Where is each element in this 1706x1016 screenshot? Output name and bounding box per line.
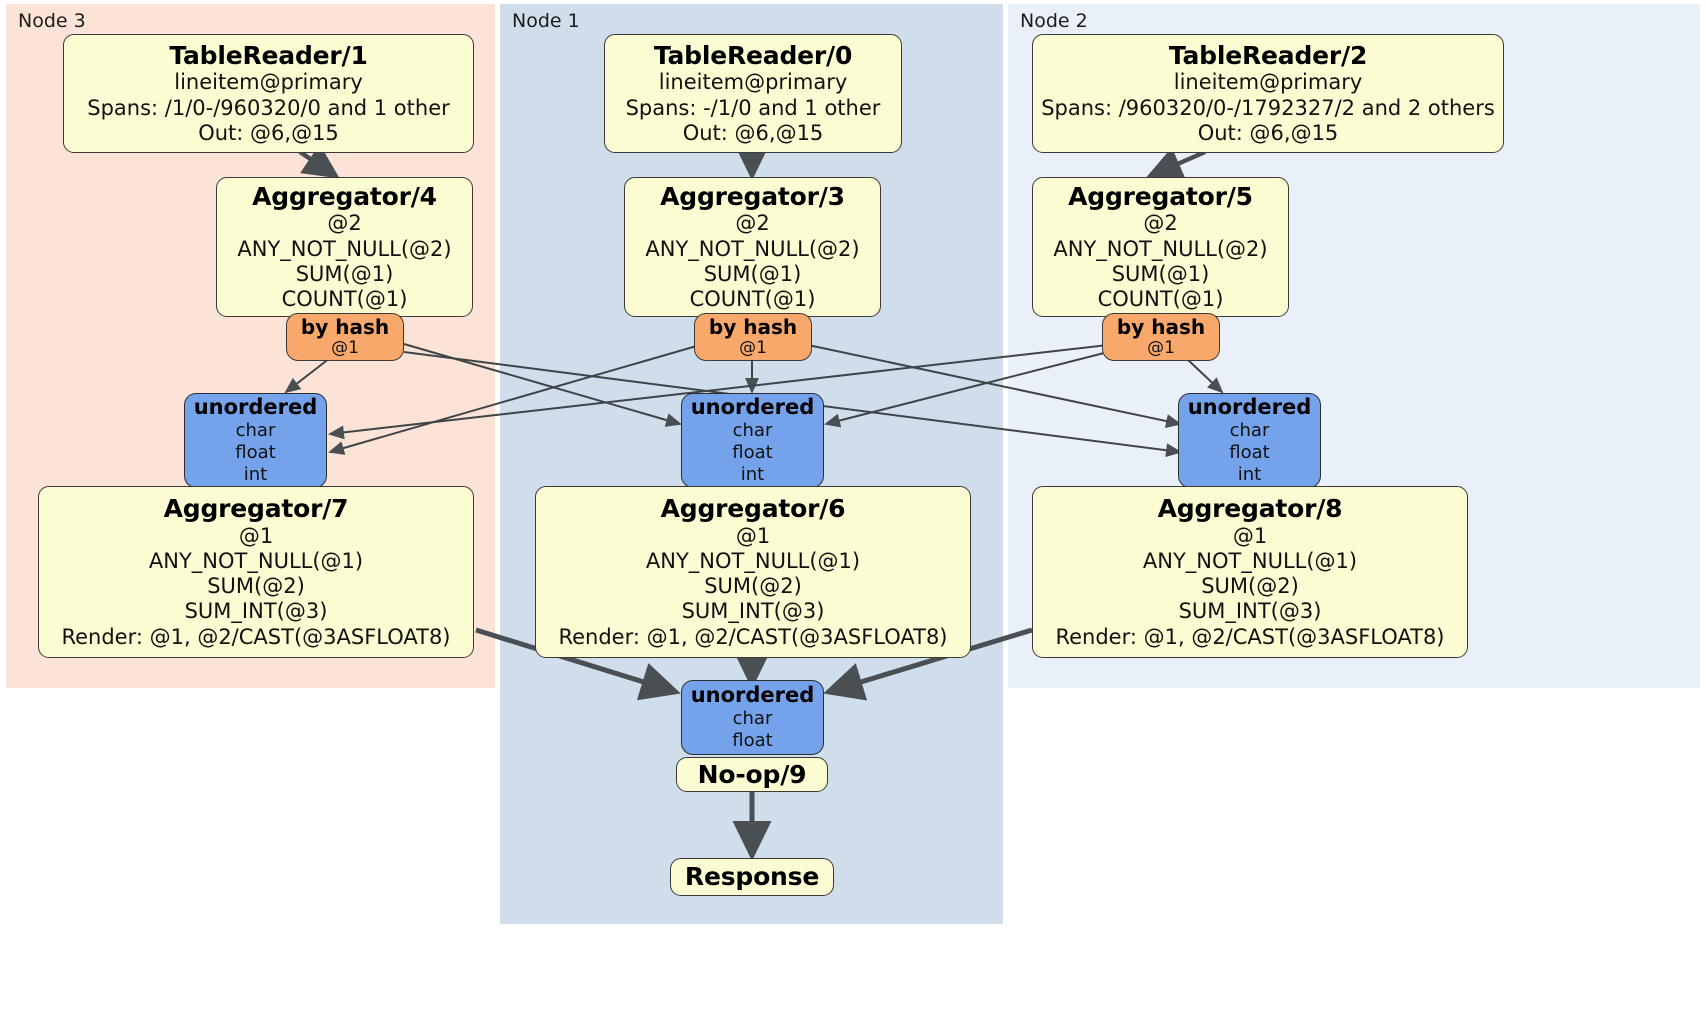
table-reader-1-box[interactable]: TableReader/1 lineitem@primary Spans: /1… [63,34,474,153]
unordered-receiver-6-title: unordered [690,394,815,419]
aggregator-3-agg-1: SUM(@1) [703,261,802,286]
hash-router-3-columns: @1 [739,337,767,358]
table-reader-0-out: Out: @6,@15 [682,120,824,145]
aggregator-6-agg-2: SUM_INT(@3) [681,599,825,624]
aggregator-4-title: Aggregator/4 [252,181,437,211]
table-reader-1-spans: Spans: /1/0-/960320/0 and 1 other [87,95,450,120]
unordered-receiver-final-type-0: char [732,708,773,730]
table-reader-0-title: TableReader/0 [653,40,853,70]
aggregator-7-agg-2: SUM_INT(@3) [184,599,328,624]
unordered-receiver-8[interactable]: unordered char float int [1178,393,1321,488]
aggregator-7-render: Render: @1, @2/CAST(@3ASFLOAT8) [61,624,451,649]
aggregator-6-render: Render: @1, @2/CAST(@3ASFLOAT8) [558,624,948,649]
unordered-receiver-7-title: unordered [193,394,318,419]
aggregator-7-agg-0: ANY_NOT_NULL(@1) [148,548,364,573]
aggregator-4-box[interactable]: Aggregator/4 @2 ANY_NOT_NULL(@2) SUM(@1)… [216,177,473,317]
aggregator-3-agg-2: COUNT(@1) [689,286,816,311]
table-reader-2-table: lineitem@primary [1173,70,1363,95]
hash-router-4-title: by hash [300,314,390,339]
table-reader-2-title: TableReader/2 [1168,40,1368,70]
unordered-receiver-8-type-1: float [1229,442,1270,464]
aggregator-4-agg-0: ANY_NOT_NULL(@2) [237,236,452,261]
unordered-receiver-8-title: unordered [1187,394,1312,419]
unordered-receiver-7-type-0: char [235,420,276,442]
aggregator-5-agg-0: ANY_NOT_NULL(@2) [1053,236,1268,261]
aggregator-8-title: Aggregator/8 [1157,494,1343,524]
aggregator-8-agg-2: SUM_INT(@3) [1178,599,1322,624]
unordered-receiver-final-type-1: float [732,730,773,752]
aggregator-3-box[interactable]: Aggregator/3 @2 ANY_NOT_NULL(@2) SUM(@1)… [624,177,881,317]
aggregator-6-title: Aggregator/6 [660,494,846,524]
unordered-receiver-7-type-2: int [243,464,268,486]
aggregator-5-group: @2 [1143,211,1178,236]
aggregator-6-agg-0: ANY_NOT_NULL(@1) [645,548,861,573]
table-reader-0-table: lineitem@primary [658,70,848,95]
table-reader-0-box[interactable]: TableReader/0 lineitem@primary Spans: -/… [604,34,902,153]
region-node-3-label: Node 3 [18,10,86,32]
unordered-receiver-7[interactable]: unordered char float int [184,393,327,488]
table-reader-2-box[interactable]: TableReader/2 lineitem@primary Spans: /9… [1032,34,1504,153]
aggregator-8-agg-0: ANY_NOT_NULL(@1) [1142,548,1358,573]
aggregator-6-agg-1: SUM(@2) [704,574,802,599]
aggregator-7-box[interactable]: Aggregator/7 @1 ANY_NOT_NULL(@1) SUM(@2)… [38,486,474,658]
unordered-receiver-6-type-0: char [732,420,773,442]
table-reader-1-out: Out: @6,@15 [198,120,339,145]
response-box[interactable]: Response [670,858,834,896]
table-reader-1-table: lineitem@primary [174,70,363,95]
aggregator-6-box[interactable]: Aggregator/6 @1 ANY_NOT_NULL(@1) SUM(@2)… [535,486,971,658]
aggregator-8-agg-1: SUM(@2) [1201,574,1299,599]
hash-router-5-columns: @1 [1147,337,1175,358]
region-node-1-label: Node 1 [512,10,580,32]
aggregator-7-agg-1: SUM(@2) [207,574,305,599]
hash-router-4-columns: @1 [331,337,359,358]
aggregator-8-render: Render: @1, @2/CAST(@3ASFLOAT8) [1055,624,1445,649]
aggregator-8-box[interactable]: Aggregator/8 @1 ANY_NOT_NULL(@1) SUM(@2)… [1032,486,1468,658]
table-reader-1-title: TableReader/1 [169,40,368,70]
table-reader-2-spans: Spans: /960320/0-/1792327/2 and 2 others [1041,95,1495,120]
aggregator-5-agg-1: SUM(@1) [1111,261,1210,286]
unordered-receiver-8-type-0: char [1229,420,1270,442]
hash-router-3-title: by hash [708,314,798,339]
aggregator-3-title: Aggregator/3 [660,181,845,211]
unordered-receiver-final[interactable]: unordered char float [681,680,824,755]
unordered-receiver-6-type-2: int [740,464,765,486]
table-reader-0-spans: Spans: -/1/0 and 1 other [625,95,881,120]
table-reader-2-out: Out: @6,@15 [1197,120,1339,145]
unordered-receiver-final-title: unordered [690,682,815,707]
unordered-receiver-6-type-1: float [732,442,773,464]
aggregator-4-agg-1: SUM(@1) [295,261,394,286]
unordered-receiver-6[interactable]: unordered char float int [681,393,824,488]
aggregator-4-agg-2: COUNT(@1) [281,286,408,311]
aggregator-5-title: Aggregator/5 [1068,181,1253,211]
hash-router-5[interactable]: by hash @1 [1102,313,1220,361]
hash-router-5-title: by hash [1116,314,1206,339]
aggregator-7-group: @1 [238,523,274,548]
aggregator-6-group: @1 [735,523,771,548]
no-op-9-box[interactable]: No-op/9 [676,757,828,792]
aggregator-8-group: @1 [1232,523,1268,548]
response-title: Response [684,862,820,892]
aggregator-4-group: @2 [327,211,362,236]
unordered-receiver-7-type-1: float [235,442,276,464]
hash-router-4[interactable]: by hash @1 [286,313,404,361]
no-op-9-title: No-op/9 [697,759,807,789]
aggregator-7-title: Aggregator/7 [163,494,349,524]
aggregator-3-agg-0: ANY_NOT_NULL(@2) [645,236,860,261]
hash-router-3[interactable]: by hash @1 [694,313,812,361]
aggregator-3-group: @2 [735,211,770,236]
region-node-2-label: Node 2 [1020,10,1088,32]
aggregator-5-box[interactable]: Aggregator/5 @2 ANY_NOT_NULL(@2) SUM(@1)… [1032,177,1289,317]
unordered-receiver-8-type-2: int [1237,464,1262,486]
aggregator-5-agg-2: COUNT(@1) [1097,286,1224,311]
